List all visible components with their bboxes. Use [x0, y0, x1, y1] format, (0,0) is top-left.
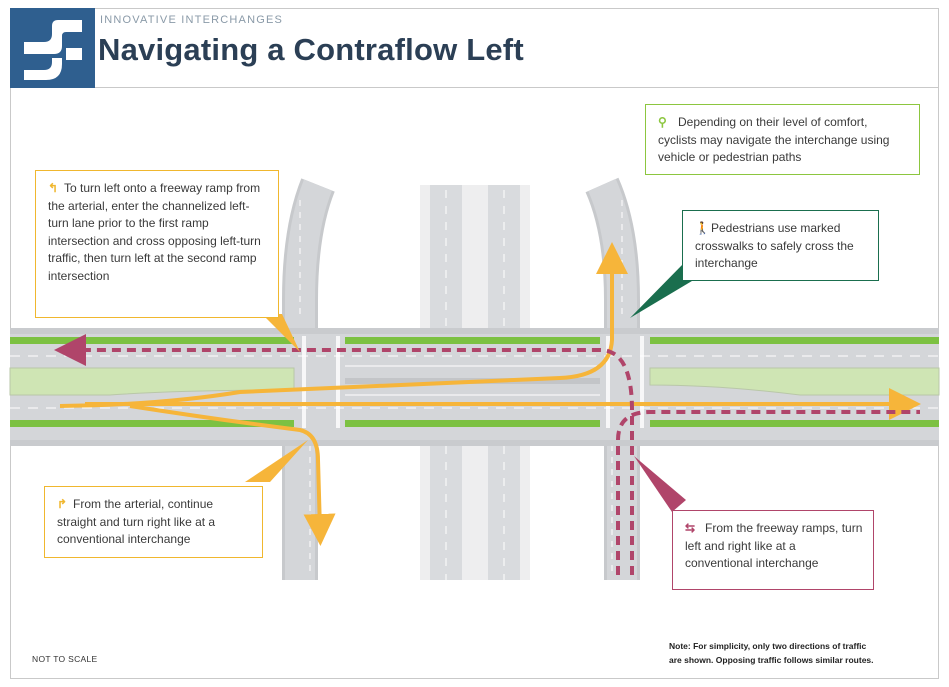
left-turn-arrow-icon: ↰: [48, 181, 59, 195]
bicycle-icon: ⚲: [658, 115, 667, 129]
pointer-left-turn: [262, 314, 300, 352]
callout-pedestrians: 🚶Pedestrians use marked crosswalks to sa…: [682, 210, 879, 281]
traffic-note-line-1: Note: For simplicity, only two direction…: [669, 641, 867, 651]
callout-cyclists: ⚲Depending on their level of comfort, cy…: [645, 104, 920, 175]
callout-straight-right-text: From the arterial, continue straight and…: [57, 497, 216, 546]
header-divider: [95, 87, 939, 88]
callout-straight-right: ↱From the arterial, continue straight an…: [44, 486, 263, 558]
maroon-routes: [54, 334, 920, 575]
scale-note: NOT TO SCALE: [32, 654, 98, 664]
traffic-note: Note: For simplicity, only two direction…: [669, 639, 874, 667]
pointer-straight-right: [245, 440, 308, 482]
traffic-note-line-2: are shown. Opposing traffic follows simi…: [669, 655, 874, 665]
ramps: [282, 177, 640, 580]
callout-left-turn: ↰To turn left onto a freeway ramp from t…: [35, 170, 279, 318]
callout-left-turn-text: To turn left onto a freeway ramp from th…: [48, 181, 261, 283]
interchange-logo: [10, 8, 95, 88]
orange-routes: [59, 242, 921, 546]
page-title: Navigating a Contraflow Left: [98, 32, 524, 67]
callout-ramps-text: From the freeway ramps, turn left and ri…: [685, 521, 863, 570]
kicker: INNOVATIVE INTERCHANGES: [100, 14, 284, 26]
callout-cyclists-text: Depending on their level of comfort, cyc…: [658, 115, 890, 164]
left-right-arrow-icon: ⇆: [685, 521, 696, 535]
callout-pedestrians-text: Pedestrians use marked crosswalks to saf…: [695, 221, 854, 270]
straight-right-arrow-icon: ↱: [57, 497, 68, 511]
callout-ramps: ⇆From the freeway ramps, turn left and r…: [672, 510, 874, 590]
arterial: [9, 328, 940, 446]
pedestrian-icon: 🚶: [695, 221, 710, 235]
pointer-ramps: [634, 456, 686, 512]
